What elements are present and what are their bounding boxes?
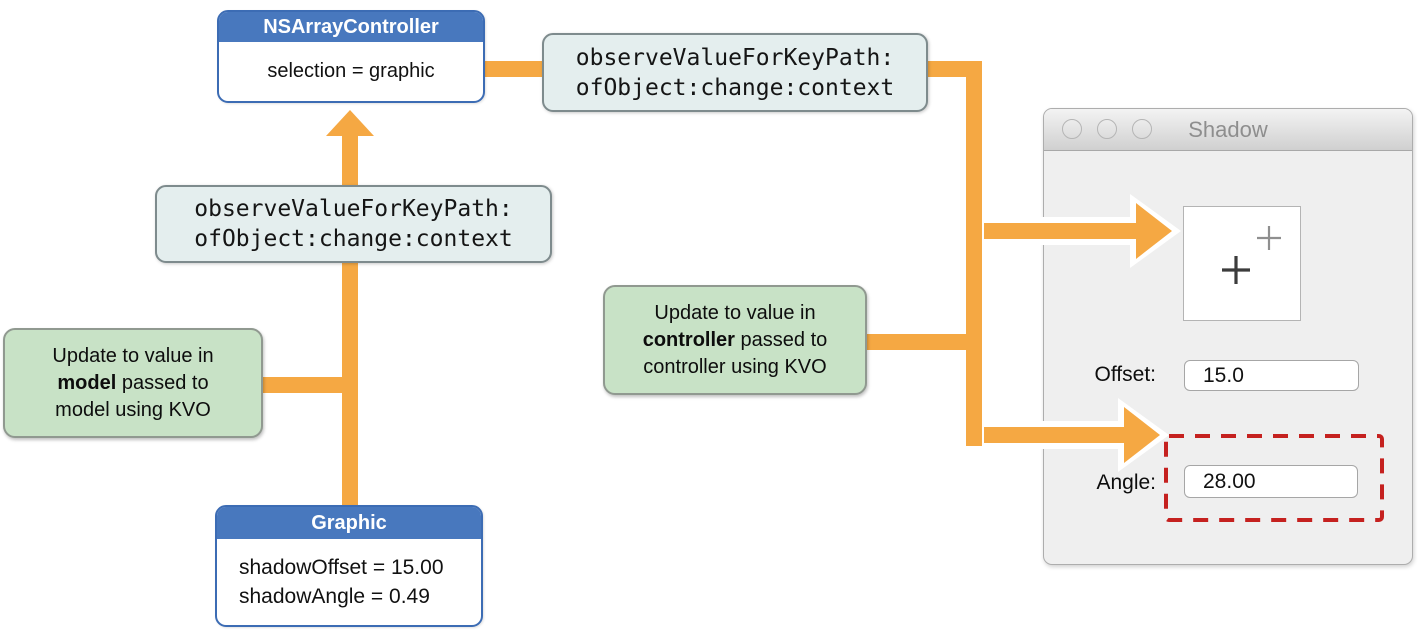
observe-method-line2: ofObject:change:context [575,74,895,101]
graphic-model-box: Graphic shadowOffset = 15.00 shadowAngle… [215,505,483,627]
controller-observe-connector [483,61,545,77]
nsarraycontroller-box: NSArrayController selection = graphic [217,10,485,103]
note-model-connector [259,377,354,393]
offset-input[interactable] [1184,360,1359,391]
note-line1: Update to value in [654,301,816,324]
angle-label: Angle: [1096,471,1156,494]
arrow-to-angle-field-icon [984,407,1160,463]
shadow-handle-icon[interactable] [1222,256,1250,284]
note-line3: controller using KVO [643,355,827,378]
note-line2: controller passed to [605,327,865,354]
nsarraycontroller-title: NSArrayController [219,12,483,44]
graphic-shadow-angle: shadowAngle = 0.49 [239,585,430,608]
observe-method-box-top: observeValueForKeyPath: ofObject:change:… [542,33,928,112]
shadow-inspector-window: Shadow Offset: Angle: [1043,108,1413,565]
note-bold-word: model [57,371,117,394]
note-line2: model passed to [5,370,261,397]
nsarraycontroller-detail: selection = graphic [267,60,435,82]
observe-method-box-left: observeValueForKeyPath: ofObject:change:… [155,185,552,263]
zoom-button[interactable] [1132,119,1152,139]
note-update-controller: Update to value in controller passed to … [603,285,867,395]
shadow-preview-canvas [1222,226,1281,284]
observe-method-line2: ofObject:change:context [194,226,513,252]
note-controller-connector [865,334,975,350]
window-title: Shadow [1188,117,1268,142]
angle-input[interactable] [1184,465,1358,498]
minimize-button[interactable] [1097,119,1117,139]
arrow-up-to-controller-icon [326,110,374,136]
observe-method-line1: observeValueForKeyPath: [194,196,513,222]
shadow-ghost-handle-icon [1257,226,1281,250]
offset-label: Offset: [1094,363,1156,386]
note-bold-word: controller [642,328,735,351]
shadow-preview-well[interactable] [1183,206,1301,321]
close-button[interactable] [1062,119,1082,139]
graphic-title: Graphic [217,507,481,541]
note-line1: Update to value in [52,344,214,367]
kvo-highlight-box [1164,434,1384,522]
arrow-to-shadow-preview-icon [984,203,1172,259]
note-update-model: Update to value in model passed to model… [3,328,263,438]
observe-method-line1: observeValueForKeyPath: [575,44,895,71]
graphic-shadow-offset: shadowOffset = 15.00 [239,556,444,579]
window-titlebar: Shadow [1044,109,1412,151]
note-line2-rest: passed to [116,371,209,394]
note-line2-rest: passed to [734,328,828,351]
note-line3: model using KVO [55,398,211,421]
